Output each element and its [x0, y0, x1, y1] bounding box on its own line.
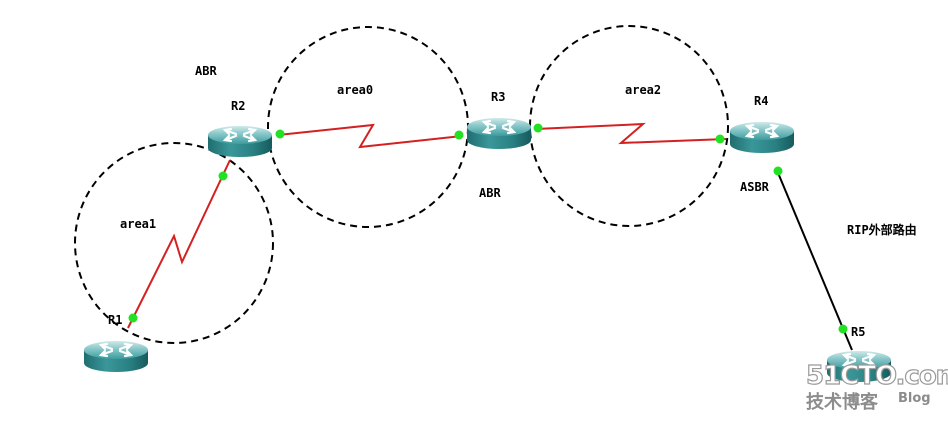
port-dot — [218, 171, 228, 181]
port-dot — [275, 129, 285, 139]
role-label-r2-abr: ABR — [195, 64, 217, 78]
watermark-sub: 技术博客 — [806, 391, 879, 413]
link-r4-r5 — [775, 167, 853, 351]
link-r2-r3 — [277, 123, 463, 149]
router-label-r3: R3 — [491, 90, 505, 104]
port-dot — [773, 166, 783, 176]
watermark: 51CTO.com 技术博客 Blog — [805, 360, 948, 413]
port-dot — [838, 324, 848, 334]
link-r3-r4 — [535, 122, 727, 145]
router-label-r1: R1 — [108, 313, 122, 327]
router-label-r5: R5 — [851, 325, 865, 339]
watermark-brand: 51CTO.com — [806, 361, 948, 391]
links — [127, 122, 853, 351]
port-dots — [128, 123, 848, 334]
area-boundaries — [74, 25, 729, 344]
link-r1-r2 — [127, 159, 231, 329]
port-dot — [715, 134, 725, 144]
port-dot — [128, 313, 138, 323]
role-label-r3-abr: ABR — [479, 186, 501, 200]
port-dot — [533, 123, 543, 133]
routers — [82, 116, 893, 382]
labels: R1 R2 R3 R4 R5 area1 area0 area2 ABR ABR… — [108, 64, 917, 339]
router-label-r2: R2 — [231, 99, 245, 113]
area2-boundary — [529, 25, 729, 227]
area-label-area2: area2 — [625, 83, 661, 97]
router-r1-icon[interactable] — [82, 339, 150, 372]
router-r4-icon[interactable] — [728, 120, 796, 153]
router-r3-icon[interactable] — [465, 116, 533, 149]
router-r2-icon[interactable] — [206, 124, 274, 157]
router-label-r4: R4 — [754, 94, 768, 108]
area-label-area1: area1 — [120, 217, 156, 231]
port-dot — [454, 130, 464, 140]
role-label-r4-asbr: ASBR — [740, 180, 770, 194]
area1-boundary — [74, 142, 274, 344]
watermark-blog: Blog — [898, 391, 931, 406]
external-route-label: RIP外部路由 — [847, 222, 917, 237]
area0-boundary — [267, 26, 469, 228]
area-label-area0: area0 — [337, 83, 373, 97]
